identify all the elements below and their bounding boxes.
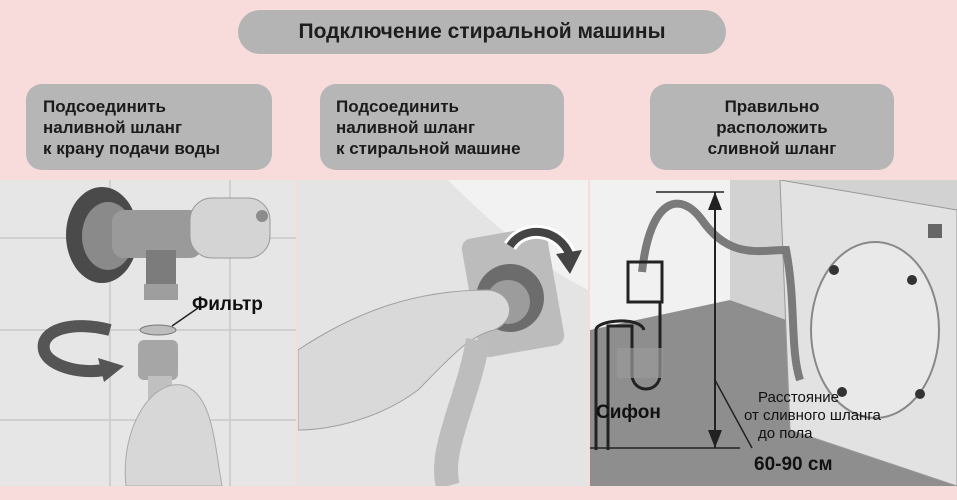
hose-icon: [434, 337, 490, 486]
machine-connection-illustration: [298, 180, 588, 486]
rotate-arrow-icon: [37, 320, 124, 382]
step-3-line-1: Правильно: [724, 96, 820, 116]
step-3-caption: Правильно расположить сливной шланг: [650, 84, 894, 170]
step-1-line-1: Подсоединить: [43, 96, 166, 116]
step-1-line-3: к крану подачи воды: [43, 138, 221, 158]
drain-hose-line: [638, 199, 804, 382]
step-2-line-1: Подсоединить: [336, 96, 459, 116]
siphon-icon: [594, 260, 664, 450]
step-2-line-2: наливной шланг: [336, 117, 476, 137]
distance-value: 60-90 см: [754, 454, 833, 475]
page-title: Подключение стиральной машины: [238, 10, 726, 54]
filter-disc-icon: [139, 307, 199, 336]
siphon-label: Сифон: [596, 402, 661, 423]
rotate-arrow-icon: [504, 224, 582, 274]
hand-icon: [298, 289, 511, 431]
water-tap-icon: [66, 187, 271, 300]
height-dimension-arrow: [590, 191, 753, 449]
step-3-line-2: расположить: [716, 117, 828, 137]
drain-hose-illustration: Сифон Расстояние от сливного шланга до п…: [590, 180, 957, 486]
step-1-caption: Подсоединить наливной шланг к крану пода…: [26, 84, 272, 170]
step-3-line-3: сливной шланг: [707, 138, 837, 158]
distance-label-line-3: до пола: [758, 425, 813, 442]
washing-machine-back-icon: [779, 180, 957, 486]
hand-with-hose-icon: [124, 340, 223, 486]
filter-label: Фильтр: [192, 294, 263, 315]
tap-connection-illustration: Фильтр: [0, 180, 296, 486]
step-2-caption: Подсоединить наливной шланг к стиральной…: [320, 84, 564, 170]
distance-label-line-1: Расстояние: [758, 389, 839, 406]
step-2-line-3: к стиральной машине: [336, 138, 521, 158]
step-1-line-2: наливной шланг: [43, 117, 183, 137]
distance-label-line-2: от сливного шланга: [744, 407, 881, 424]
